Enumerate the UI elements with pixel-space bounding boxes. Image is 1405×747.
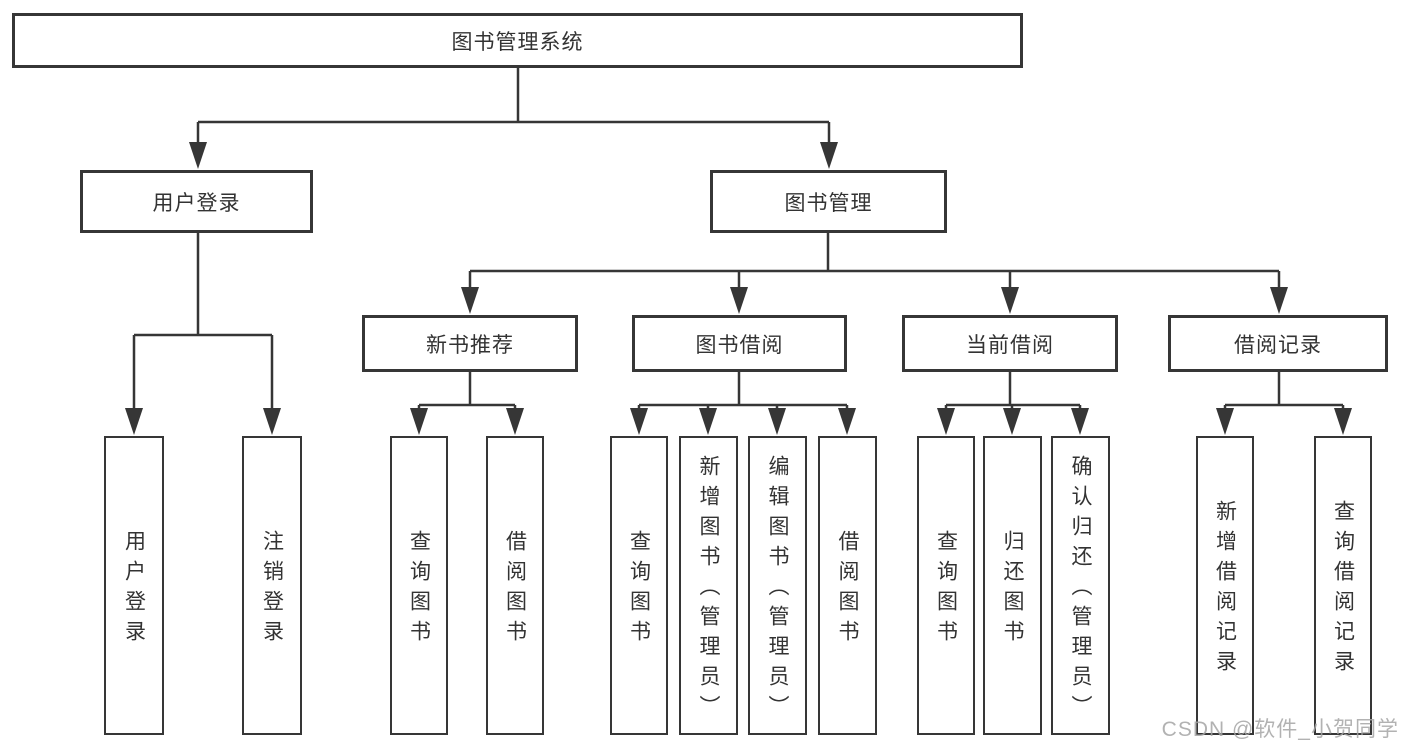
leaf-return-books: 归还图书 bbox=[983, 436, 1042, 735]
leaf-borrow-books: 借阅图书 bbox=[818, 436, 877, 735]
node-book-management-module: 图书管理 bbox=[710, 170, 947, 233]
node-borrow-records: 借阅记录 bbox=[1168, 315, 1388, 372]
csdn-watermark: CSDN @软件_小贺同学 bbox=[1161, 718, 1399, 741]
leaf-query-books-current: 查询图书 bbox=[917, 436, 975, 735]
leaf-logout: 注销登录 bbox=[242, 436, 302, 735]
leaf-add-borrow-record: 新增借阅记录 bbox=[1196, 436, 1254, 735]
node-book-borrow: 图书借阅 bbox=[632, 315, 847, 372]
leaf-user-login: 用户登录 bbox=[104, 436, 164, 735]
node-user-login-module: 用户登录 bbox=[80, 170, 313, 233]
leaf-edit-books-admin: 编辑图书（管理员） bbox=[748, 436, 807, 735]
leaf-confirm-return-admin: 确认归还（管理员） bbox=[1051, 436, 1110, 735]
leaf-borrow-books-recommend: 借阅图书 bbox=[486, 436, 544, 735]
node-current-borrow: 当前借阅 bbox=[902, 315, 1118, 372]
node-new-book-recommend: 新书推荐 bbox=[362, 315, 578, 372]
leaf-query-borrow-record: 查询借阅记录 bbox=[1314, 436, 1372, 735]
leaf-query-books-borrow: 查询图书 bbox=[610, 436, 668, 735]
leaf-query-books-recommend: 查询图书 bbox=[390, 436, 448, 735]
leaf-add-books-admin: 新增图书（管理员） bbox=[679, 436, 738, 735]
node-root-system: 图书管理系统 bbox=[12, 13, 1023, 68]
